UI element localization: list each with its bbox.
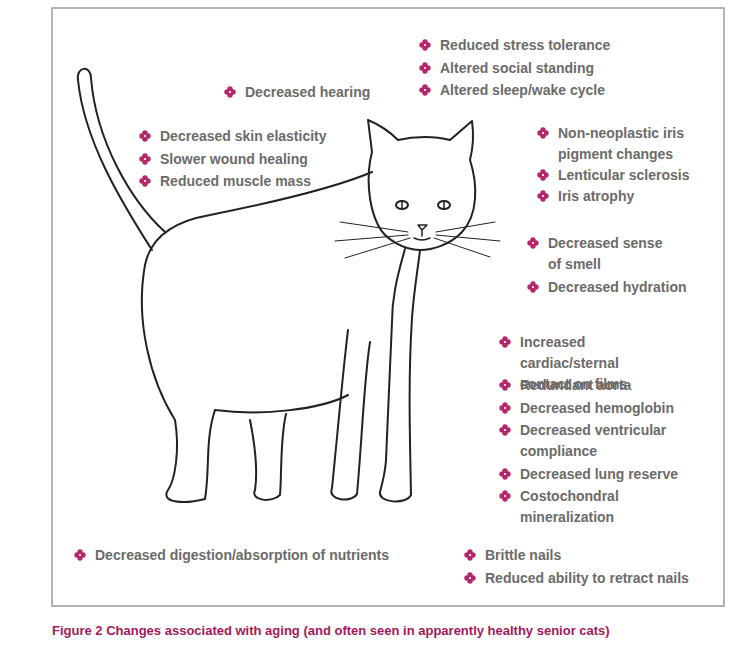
bullet-mark: [419, 39, 430, 50]
aging-change-label: Non-neoplastic iris pigment changes: [558, 123, 708, 165]
figure-frame: [52, 8, 724, 606]
bullet-mark: [419, 84, 430, 95]
aging-change-label: Brittle nails: [485, 545, 561, 566]
bullet-mark: [139, 130, 150, 141]
aging-change-label: Slower wound healing: [160, 149, 308, 170]
bullet-mark: [224, 86, 235, 97]
aging-change-label: Reduced ability to retract nails: [485, 568, 689, 589]
bullet-mark: [537, 190, 548, 201]
bullet-mark: [499, 490, 510, 501]
bullet-mark: [537, 169, 548, 180]
bullet-mark: [499, 424, 510, 435]
aging-change-label: Decreased hemoglobin: [520, 398, 674, 419]
aging-change-label: Decreased ventricular compliance: [520, 420, 680, 462]
aging-change-label: Decreased hearing: [245, 82, 370, 103]
aging-change-label: Decreased digestion/absorption of nutrie…: [95, 545, 389, 566]
bullet-mark: [537, 127, 548, 138]
aging-change-label: Reduced muscle mass: [160, 171, 311, 192]
bullet-mark: [499, 336, 510, 347]
cat-drawing: [78, 69, 500, 502]
bullet-mark: [527, 237, 538, 248]
aging-change-label: Altered sleep/wake cycle: [440, 80, 605, 101]
bullet-mark: [139, 175, 150, 186]
bullet-mark: [74, 549, 85, 560]
aging-change-label: Iris atrophy: [558, 186, 634, 207]
aging-change-label: Decreased hydration: [548, 277, 687, 298]
aging-change-label: Altered social standing: [440, 58, 594, 79]
aging-change-label: Costochondral mineralization: [520, 486, 680, 528]
bullet-mark: [464, 549, 475, 560]
bullet-mark: [139, 153, 150, 164]
bullet-mark: [499, 379, 510, 390]
aging-change-label: Lenticular sclerosis: [558, 165, 690, 186]
aging-change-label: Decreased skin elasticity: [160, 126, 327, 147]
bullet-mark: [499, 402, 510, 413]
bullet-mark: [419, 62, 430, 73]
aging-change-label: Decreased lung reserve: [520, 464, 678, 485]
bullet-mark: [499, 468, 510, 479]
aging-change-label: Decreased sense of smell: [548, 233, 670, 275]
aging-change-label: Redundant aorta: [520, 375, 631, 396]
bullet-mark: [464, 572, 475, 583]
bullet-mark: [527, 281, 538, 292]
aging-change-label: Reduced stress tolerance: [440, 35, 610, 56]
figure-caption: Figure 2 Changes associated with aging (…: [52, 622, 737, 640]
